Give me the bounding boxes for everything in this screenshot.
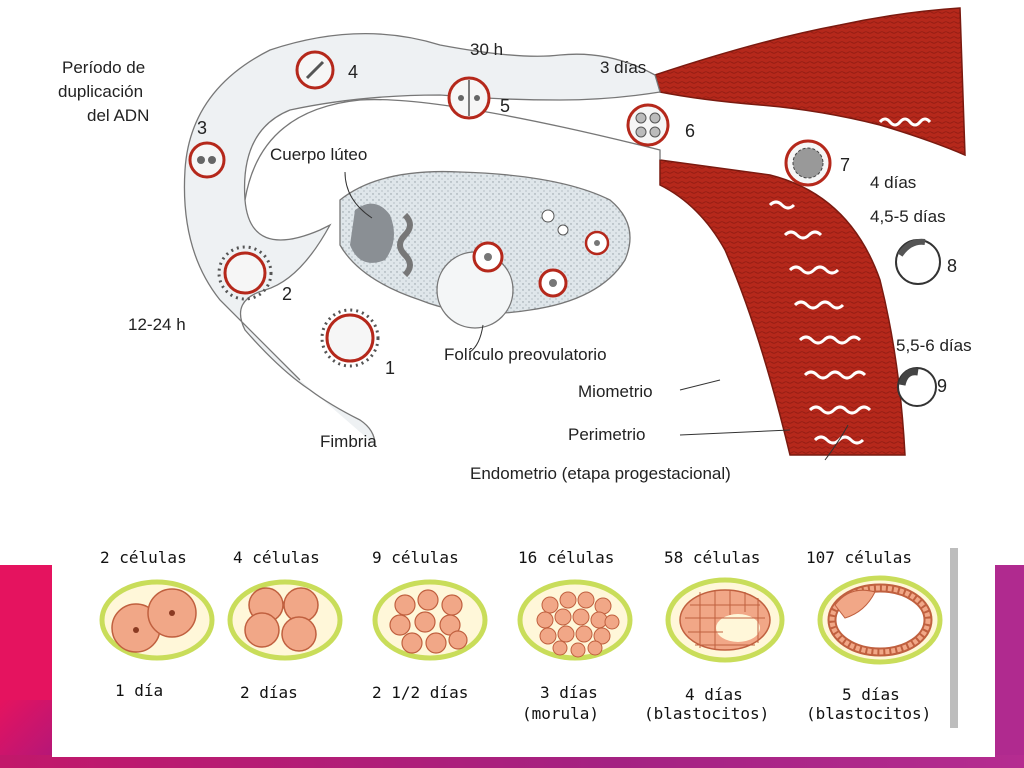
label-dna-period-1: Período de [62,58,145,77]
accent-bar-right [995,565,1024,768]
fallopian-tube [183,33,661,446]
stage-8-blastocyst [895,238,941,285]
strip-cells-2: 4 células [233,548,320,567]
stage-3-zygote [188,141,226,179]
stage-6-four-cell [626,103,670,147]
embryo-58-cells [665,577,785,663]
stage-1-oocyte [320,308,380,368]
strip-day-1: 1 día [115,681,163,700]
corpus-luteum [350,203,394,263]
strip-day-4: 3 días [540,683,598,702]
label-dna-period-2: duplicación [58,82,143,101]
label-myometrium: Miometrio [578,382,653,401]
stage-9-implantation [897,367,937,407]
strip-shadow [950,548,958,728]
stage-4-cleavage [295,50,335,90]
label-12-24h: 12-24 h [128,315,186,334]
uterine-horn [654,7,966,157]
label-4-5-days: 4,5-5 días [870,207,946,226]
strip-day-5: 4 días [685,685,743,704]
stage-number-7: 7 [840,155,850,175]
stage-2-fertilization [217,245,273,301]
stage-number-9: 9 [937,376,947,396]
strip-cells-1: 2 células [100,548,187,567]
label-5-5-6-days: 5,5-6 días [896,336,972,355]
stage-number-2: 2 [282,284,292,304]
strip-note-6: (blastocitos) [806,704,931,723]
label-dna-period-3: del ADN [87,106,149,125]
label-corpus-luteum: Cuerpo lúteo [270,145,367,164]
stage-7-morula [784,139,832,187]
label-3-days: 3 días [600,58,646,77]
strip-cells-5: 58 células [664,548,760,567]
embryo-4-cells [227,579,343,661]
stage-number-5: 5 [500,96,510,116]
strip-day-3: 2 1/2 días [372,683,468,702]
strip-day-6: 5 días [842,685,900,704]
stage-number-4: 4 [348,62,358,82]
label-endometrium: Endometrio (etapa progestacional) [470,464,731,483]
embryo-107-cells [817,575,943,665]
strip-note-5: (blastocitos) [644,704,769,723]
label-4-days: 4 días [870,173,916,192]
embryo-16-cells [517,579,633,661]
stage-number-6: 6 [685,121,695,141]
strip-cells-3: 9 células [372,548,459,567]
stage-number-3: 3 [197,118,207,138]
embryo-9-cells [372,579,488,661]
strip-cells-4: 16 células [518,548,614,567]
label-30h: 30 h [470,40,503,59]
accent-bar-bottom [0,755,1024,768]
strip-cells-6: 107 células [806,548,912,567]
label-fimbria: Fimbria [320,432,377,451]
strip-note-4: (morula) [522,704,599,723]
stage-number-8: 8 [947,256,957,276]
label-perimetrium: Perimetrio [568,425,645,444]
strip-day-2: 2 días [240,683,298,702]
label-follicle: Folículo preovulatorio [444,345,607,364]
stage-number-1: 1 [385,358,395,378]
stage-5-two-cell [447,76,491,120]
embryo-2-cells [99,579,215,661]
